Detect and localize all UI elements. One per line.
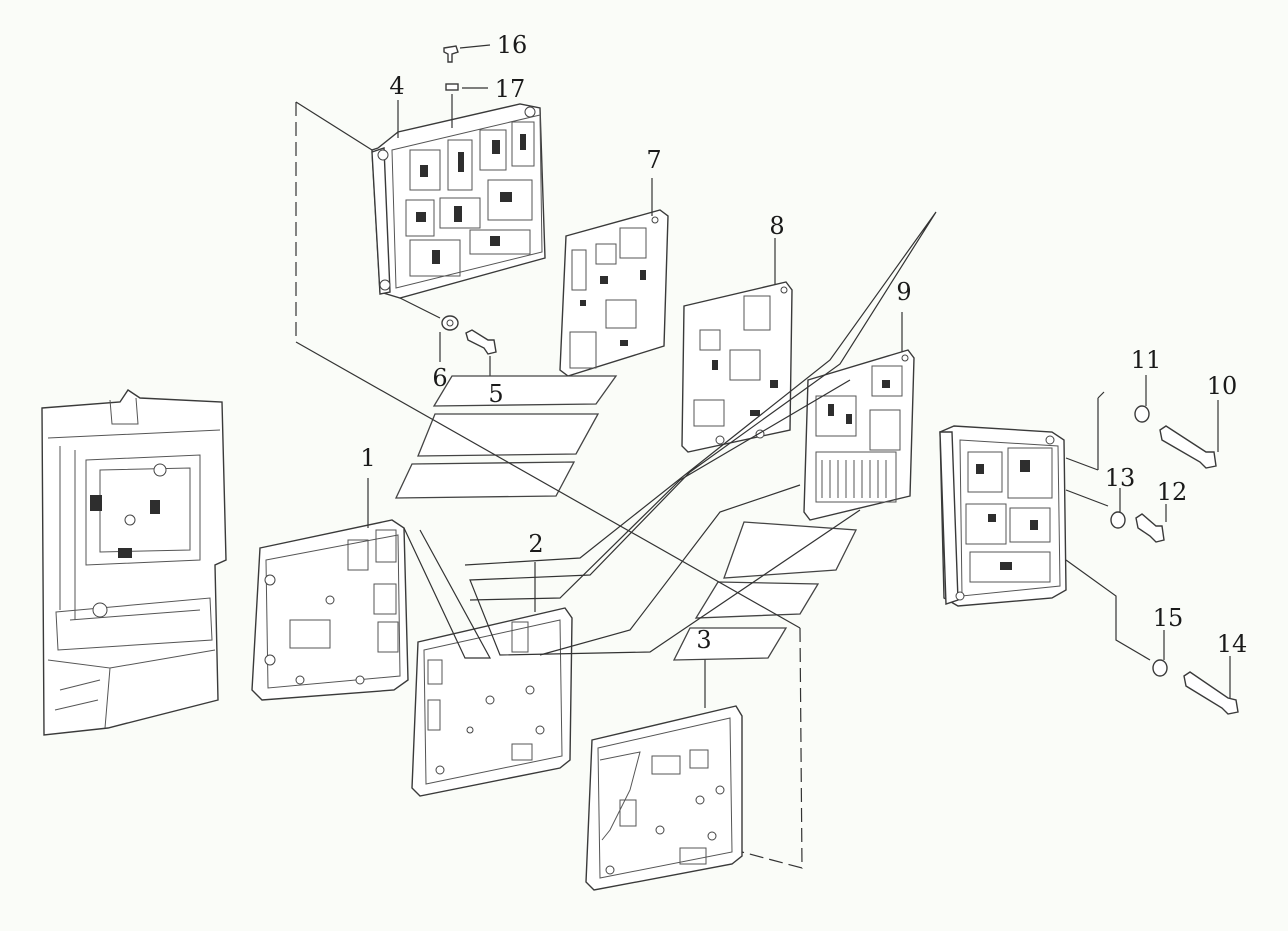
plate-1 (251, 478, 409, 701)
callout-17: 17 (495, 75, 526, 103)
callout-3: 3 (696, 626, 711, 654)
separator-plate-7 (559, 178, 669, 377)
plate-2 (411, 562, 573, 797)
plate-3 (585, 655, 743, 891)
valve-body-right (939, 425, 1067, 607)
callout-5: 5 (488, 380, 503, 408)
gaskets (394, 375, 858, 661)
callout-1: 1 (360, 444, 375, 472)
callout-6: 6 (432, 364, 447, 392)
bolt-10 (1159, 400, 1219, 469)
callout-14: 14 (1217, 630, 1248, 658)
callout-2: 2 (528, 530, 543, 558)
callout-10: 10 (1207, 372, 1238, 400)
screw-16 (443, 44, 491, 63)
separator-plate-9 (803, 312, 915, 521)
washer-11 (1134, 375, 1150, 423)
callout-16: 16 (497, 31, 528, 59)
bolt-5 (465, 329, 497, 376)
transmission-housing (41, 389, 227, 736)
callout-15: 15 (1153, 604, 1184, 632)
valve-body-4 (371, 100, 546, 299)
callout-labels: 1 2 3 4 5 6 7 8 9 10 11 12 13 14 15 16 1… (360, 31, 1247, 658)
callout-4: 4 (389, 72, 404, 100)
callout-13: 13 (1105, 464, 1136, 492)
callout-9: 9 (896, 278, 911, 306)
bolt-14 (1183, 656, 1239, 715)
washer-15 (1152, 630, 1168, 677)
fastener-lines-right (1065, 391, 1151, 661)
callout-11: 11 (1131, 346, 1162, 374)
assembly-lines (295, 101, 937, 869)
callout-7: 7 (646, 146, 661, 174)
washer-13 (1110, 488, 1126, 529)
callout-12: 12 (1157, 478, 1188, 506)
separator-plate-8 (681, 238, 793, 453)
pin-17 (445, 83, 488, 128)
washer-6 (439, 315, 459, 362)
bolt-12 (1135, 504, 1167, 543)
callout-8: 8 (769, 212, 784, 240)
